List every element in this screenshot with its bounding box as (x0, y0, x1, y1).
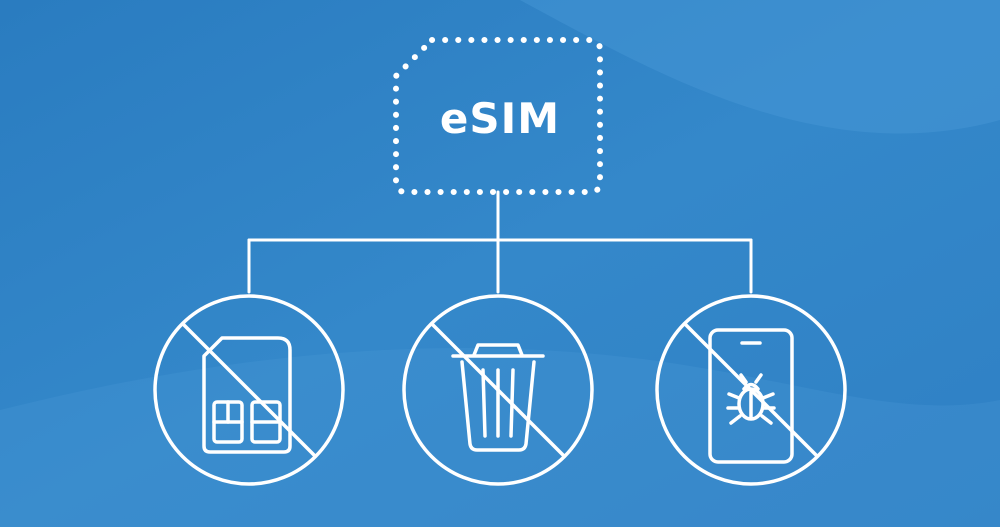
cross-out-slash (181, 322, 317, 458)
no-trash-node (402, 294, 594, 486)
node-circle (402, 294, 594, 486)
phone-bug-icon (708, 328, 794, 464)
cross-out-slash (683, 322, 819, 458)
no-malware-node (655, 294, 847, 486)
esim-label: eSIM (439, 94, 561, 143)
connector-lines (247, 190, 753, 294)
no-sim-card-node (153, 294, 345, 486)
esim-card-outline (393, 37, 603, 195)
node-circle (655, 294, 847, 486)
cross-out-slash (430, 322, 566, 458)
background-wave-top (520, 0, 1000, 134)
sim-card-icon (202, 336, 292, 454)
node-circle (153, 294, 345, 486)
